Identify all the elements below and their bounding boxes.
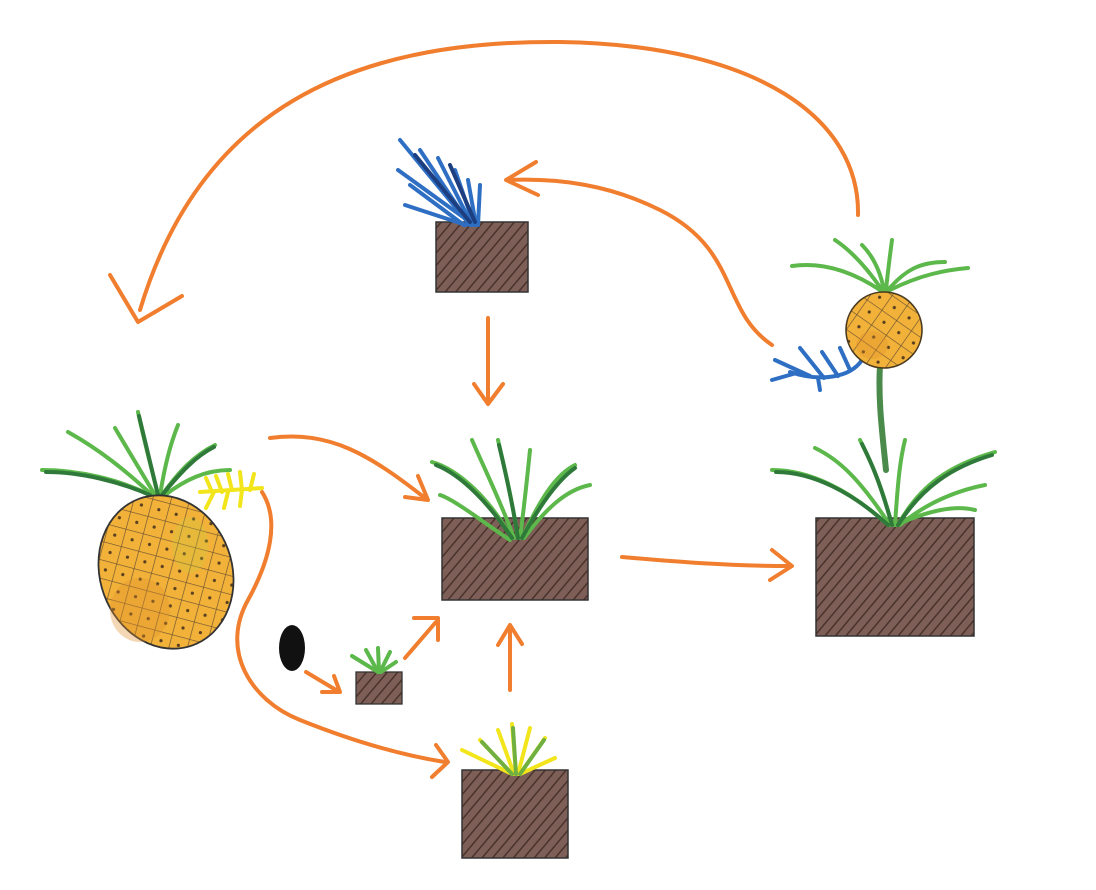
fruit-icon <box>845 291 923 369</box>
arrow-pineapple-to-slip <box>235 490 450 779</box>
soil-pot <box>461 769 569 859</box>
soil-pot <box>355 671 403 705</box>
seed <box>279 625 305 671</box>
mature-plant-with-fruit <box>770 238 997 637</box>
potted-young-plant <box>430 438 592 601</box>
potted-slip <box>460 722 569 859</box>
crown-cutting <box>396 138 529 293</box>
arrow-mature-to-pineapple <box>108 39 861 324</box>
soil-pot <box>435 221 529 293</box>
soil-pot <box>815 517 975 637</box>
arrow-mature-to-crown <box>504 160 774 347</box>
yellow-leaves-icon <box>460 722 557 776</box>
whole-pineapple <box>40 410 264 650</box>
seed-icon <box>279 625 305 671</box>
arrow-slip-to-young <box>496 623 524 692</box>
fruit-stalk <box>876 362 889 473</box>
arrow-seedling-to-young <box>403 616 440 660</box>
seedling <box>350 646 403 705</box>
arrow-young-to-mature <box>620 548 794 582</box>
arrow-crown-to-young <box>472 316 505 406</box>
crown-leaves-icon <box>790 238 970 292</box>
arrow-pineapple-to-young <box>268 434 430 502</box>
arrows <box>108 39 861 779</box>
seedling-leaves-icon <box>350 646 398 674</box>
yellow-slip-icon <box>198 470 264 510</box>
arrow-seed-to-seedling <box>304 670 342 694</box>
fruit-body-icon <box>97 494 235 650</box>
blue-slip-icon <box>770 346 864 392</box>
